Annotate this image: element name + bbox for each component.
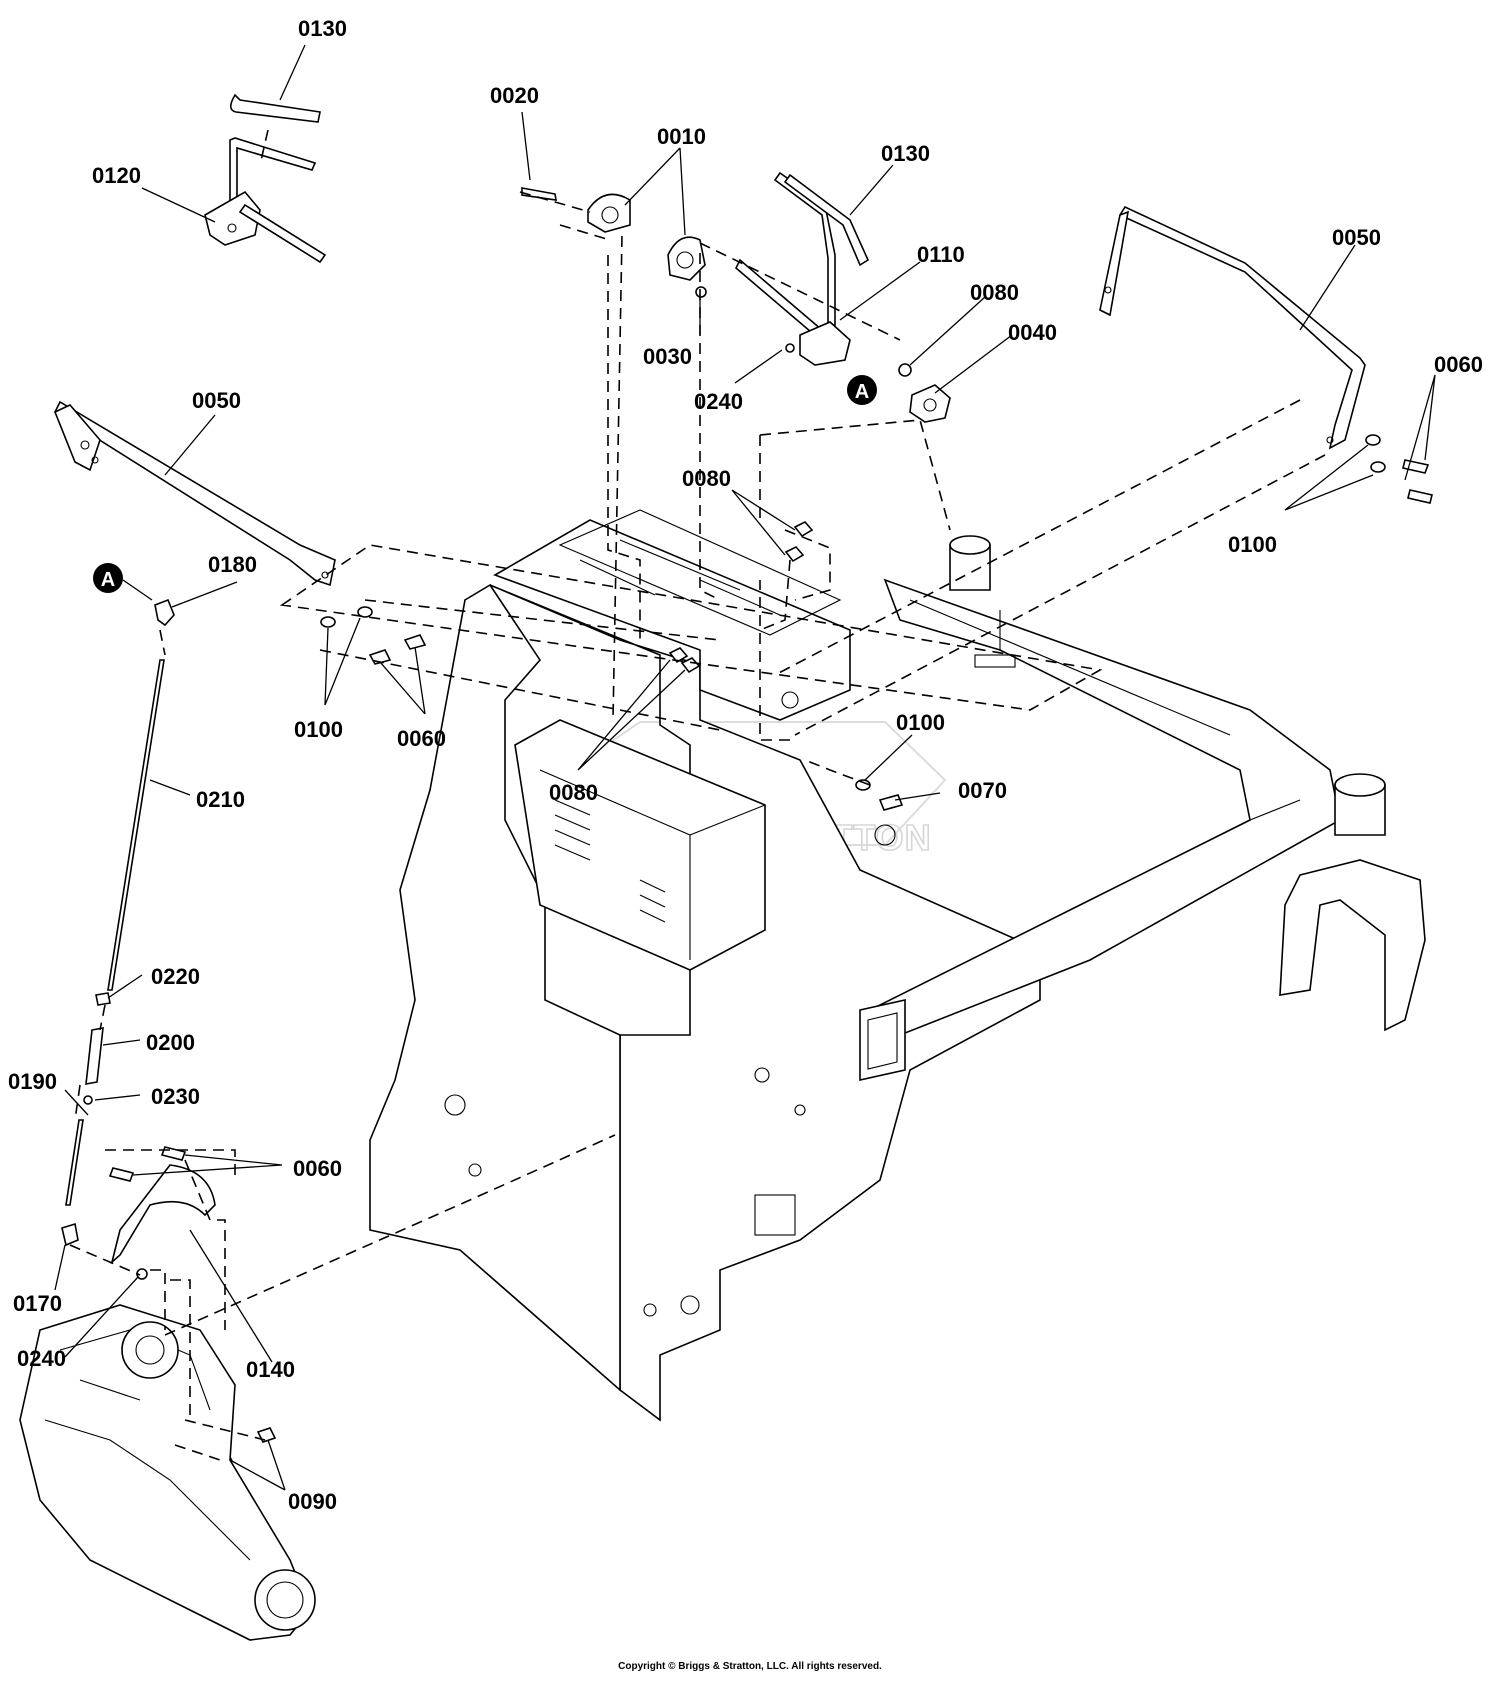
callout-0110: 0110 [917,242,965,267]
callout-0130: 0130 [298,16,347,41]
callout-0130: 0130 [881,141,930,166]
callout-0230: 0230 [151,1084,200,1109]
callout-0180: 0180 [208,552,257,577]
callout-0050: 0050 [192,388,241,413]
marker-a-label: A [101,569,115,591]
callout-0090: 0090 [288,1489,337,1514]
callout-0010: 0010 [657,124,706,149]
right-control-lever [1099,205,1366,450]
callout-0020: 0020 [490,83,539,108]
callout-0190: 0190 [8,1069,57,1094]
callout-0080: 0080 [682,466,731,491]
reference-marker-a-upper: A [847,375,877,405]
assembly-dashed-lines [69,129,1326,1461]
callout-0240: 0240 [694,389,743,414]
lever-assembly-0120 [204,93,327,264]
callout-0120: 0120 [92,163,141,188]
transmission-assembly [19,1304,316,1641]
linkage-rod-assembly [61,598,216,1265]
callout-0210: 0210 [196,787,245,812]
callout-0170: 0170 [13,1291,62,1316]
copyright-notice: Copyright © Briggs & Stratton, LLC. All … [618,1661,882,1672]
callout-0200: 0200 [146,1030,195,1055]
callout-0080: 0080 [970,280,1019,305]
callout-0060: 0060 [1434,352,1483,377]
callout-0100: 0100 [1228,532,1277,557]
callout-0140: 0140 [246,1357,295,1382]
callout-0060: 0060 [293,1156,342,1181]
reference-marker-a-lower: A [93,563,153,601]
callout-0050: 0050 [1332,225,1381,250]
callout-0220: 0220 [151,964,200,989]
callout-0060: 0060 [397,726,446,751]
callout-labels: 0130 0120 0020 0010 0130 0110 0050 0080 … [8,16,1483,1514]
leader-lines [54,44,1436,1491]
pivot-assembly [521,171,951,423]
callout-0040: 0040 [1008,320,1057,345]
marker-a-label: A [855,381,869,403]
callout-0100: 0100 [896,710,945,735]
chassis-frame [369,509,1426,1422]
callout-0240: 0240 [17,1346,66,1371]
callout-0080: 0080 [549,780,598,805]
callout-0070: 0070 [958,778,1007,803]
left-control-lever [53,400,336,587]
callout-0100: 0100 [294,717,343,742]
callout-0030: 0030 [643,344,692,369]
